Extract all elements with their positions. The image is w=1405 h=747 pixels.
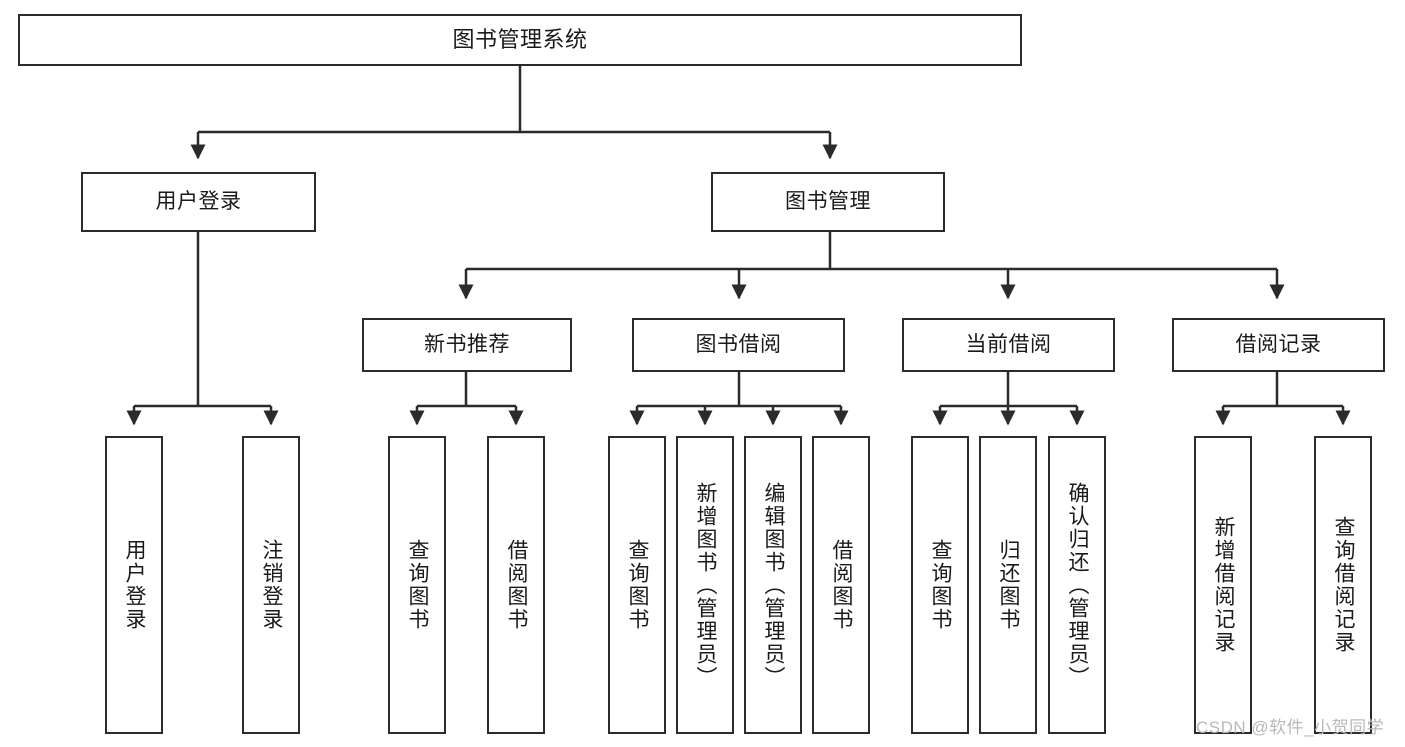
leaf-return-book-label: 归还图书 — [997, 539, 1021, 631]
leaf-add-book-label: 新增图书（管理员） — [694, 481, 718, 689]
node-book-borrow[interactable]: 图书借阅 — [632, 318, 845, 372]
leaf-query-book-1[interactable]: 查询图书 — [388, 436, 446, 734]
leaf-confirm-return-label: 确认归还（管理员） — [1066, 481, 1090, 689]
node-new-book-recommend-label: 新书推荐 — [424, 332, 510, 356]
csdn-watermark-text: CSDN @软件_小贺同学 — [1196, 718, 1385, 737]
node-current-borrow[interactable]: 当前借阅 — [902, 318, 1115, 372]
leaf-user-login-label: 用户登录 — [123, 539, 147, 631]
leaf-user-login[interactable]: 用户登录 — [105, 436, 163, 734]
node-root-system[interactable]: 图书管理系统 — [18, 14, 1022, 66]
node-book-management-label: 图书管理 — [785, 189, 871, 213]
leaf-add-borrow-record-label: 新增借阅记录 — [1212, 516, 1236, 654]
leaf-query-borrow-record[interactable]: 查询借阅记录 — [1314, 436, 1372, 734]
node-borrow-record[interactable]: 借阅记录 — [1172, 318, 1385, 372]
leaf-logout-login-label: 注销登录 — [260, 539, 284, 631]
leaf-query-book-3-label: 查询图书 — [929, 539, 953, 631]
leaf-query-book-2-label: 查询图书 — [626, 539, 650, 631]
leaf-add-borrow-record[interactable]: 新增借阅记录 — [1194, 436, 1252, 734]
leaf-logout-login[interactable]: 注销登录 — [242, 436, 300, 734]
leaf-edit-book[interactable]: 编辑图书（管理员） — [744, 436, 802, 734]
node-root-system-label: 图书管理系统 — [452, 27, 588, 53]
node-current-borrow-label: 当前借阅 — [965, 332, 1052, 356]
node-borrow-record-label: 借阅记录 — [1235, 332, 1322, 356]
leaf-edit-book-label: 编辑图书（管理员） — [762, 481, 786, 689]
leaf-borrow-book-2[interactable]: 借阅图书 — [812, 436, 870, 734]
leaf-query-book-1-label: 查询图书 — [406, 539, 430, 631]
leaf-add-book[interactable]: 新增图书（管理员） — [676, 436, 734, 734]
leaf-borrow-book-1-label: 借阅图书 — [505, 539, 529, 631]
leaf-borrow-book-2-label: 借阅图书 — [830, 539, 854, 631]
node-book-management[interactable]: 图书管理 — [711, 172, 945, 232]
csdn-watermark: CSDN @软件_小贺同学 — [1196, 713, 1384, 738]
leaf-query-book-3[interactable]: 查询图书 — [911, 436, 969, 734]
leaf-return-book[interactable]: 归还图书 — [979, 436, 1037, 734]
node-user-login-label: 用户登录 — [155, 189, 242, 213]
leaf-borrow-book-1[interactable]: 借阅图书 — [487, 436, 545, 734]
node-book-borrow-label: 图书借阅 — [695, 332, 782, 356]
node-new-book-recommend[interactable]: 新书推荐 — [362, 318, 572, 372]
node-user-login[interactable]: 用户登录 — [81, 172, 316, 232]
leaf-confirm-return[interactable]: 确认归还（管理员） — [1048, 436, 1106, 734]
leaf-query-borrow-record-label: 查询借阅记录 — [1332, 516, 1356, 654]
leaf-query-book-2[interactable]: 查询图书 — [608, 436, 666, 734]
